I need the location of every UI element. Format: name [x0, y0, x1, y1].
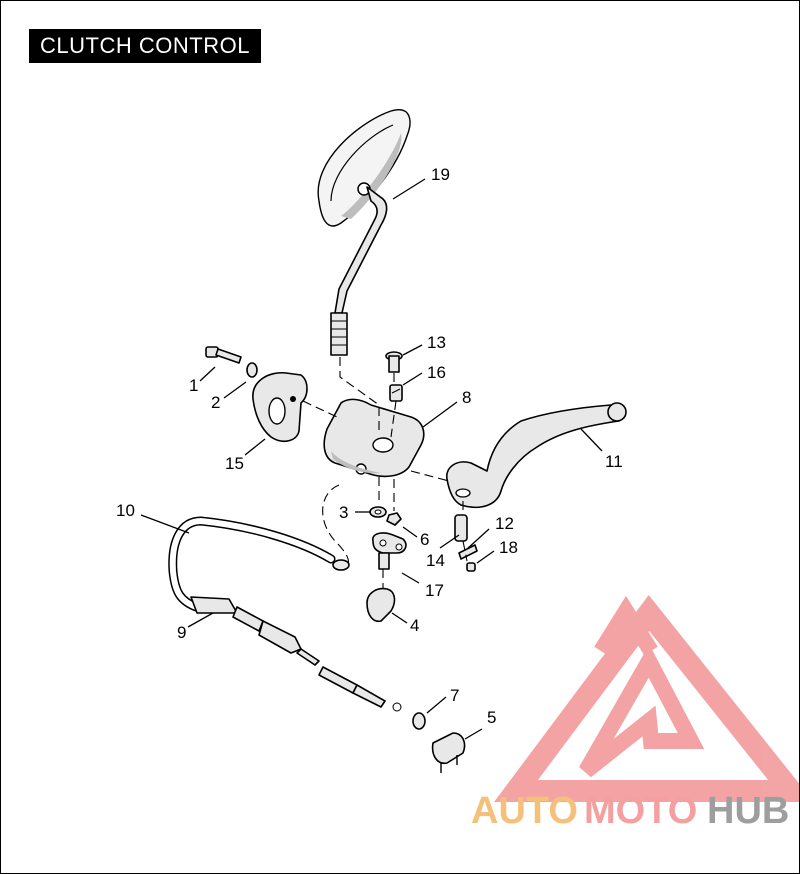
pivot-pin-part [385, 351, 403, 402]
callout-4: 4 [410, 616, 419, 635]
watermark-auto: AUTO [471, 790, 578, 832]
callout-7: 7 [450, 686, 459, 705]
bracket-part [323, 398, 425, 478]
screw-part [205, 346, 258, 378]
assembly-lines [302, 357, 468, 589]
callout-5: 5 [487, 708, 496, 727]
watermark-inner-triangle [579, 644, 705, 778]
callout-2: 2 [211, 393, 220, 412]
callout-11: 11 [605, 452, 623, 471]
callout-6: 6 [420, 530, 429, 549]
callout-9: 9 [177, 623, 186, 642]
clutch-lever-part [446, 402, 627, 509]
callout-12: 12 [495, 514, 514, 533]
callout-17: 17 [425, 581, 444, 600]
small-hardware-part [366, 506, 407, 623]
callout-8: 8 [462, 388, 471, 407]
watermark-triangle [494, 595, 799, 802]
watermark-text: AUTO MOTO HUB [471, 790, 789, 832]
cable-end-part [412, 712, 466, 773]
clamp-part [252, 372, 308, 443]
callout-3: 3 [339, 503, 348, 522]
watermark-moto: MOTO [584, 790, 697, 832]
page-title: CLUTCH CONTROL [29, 29, 261, 63]
lever-pin-part [454, 514, 478, 572]
callout-13: 13 [427, 333, 446, 352]
watermark-m-shape [594, 595, 658, 656]
callout-15: 15 [225, 454, 244, 473]
mirror-part [317, 109, 411, 356]
callout-labels: 1 2 3 4 5 6 7 8 9 10 11 12 13 14 15 16 1… [116, 165, 623, 727]
callout-14: 14 [426, 551, 445, 570]
watermark-hub: HUB [707, 790, 789, 832]
watermark-logo [494, 595, 799, 802]
callout-19: 19 [431, 165, 450, 184]
callout-18: 18 [499, 538, 518, 557]
callout-10: 10 [116, 501, 135, 520]
callout-1: 1 [189, 376, 198, 395]
clutch-cable-part [168, 516, 402, 712]
callout-16: 16 [427, 363, 446, 382]
leader-lines [140, 178, 603, 740]
